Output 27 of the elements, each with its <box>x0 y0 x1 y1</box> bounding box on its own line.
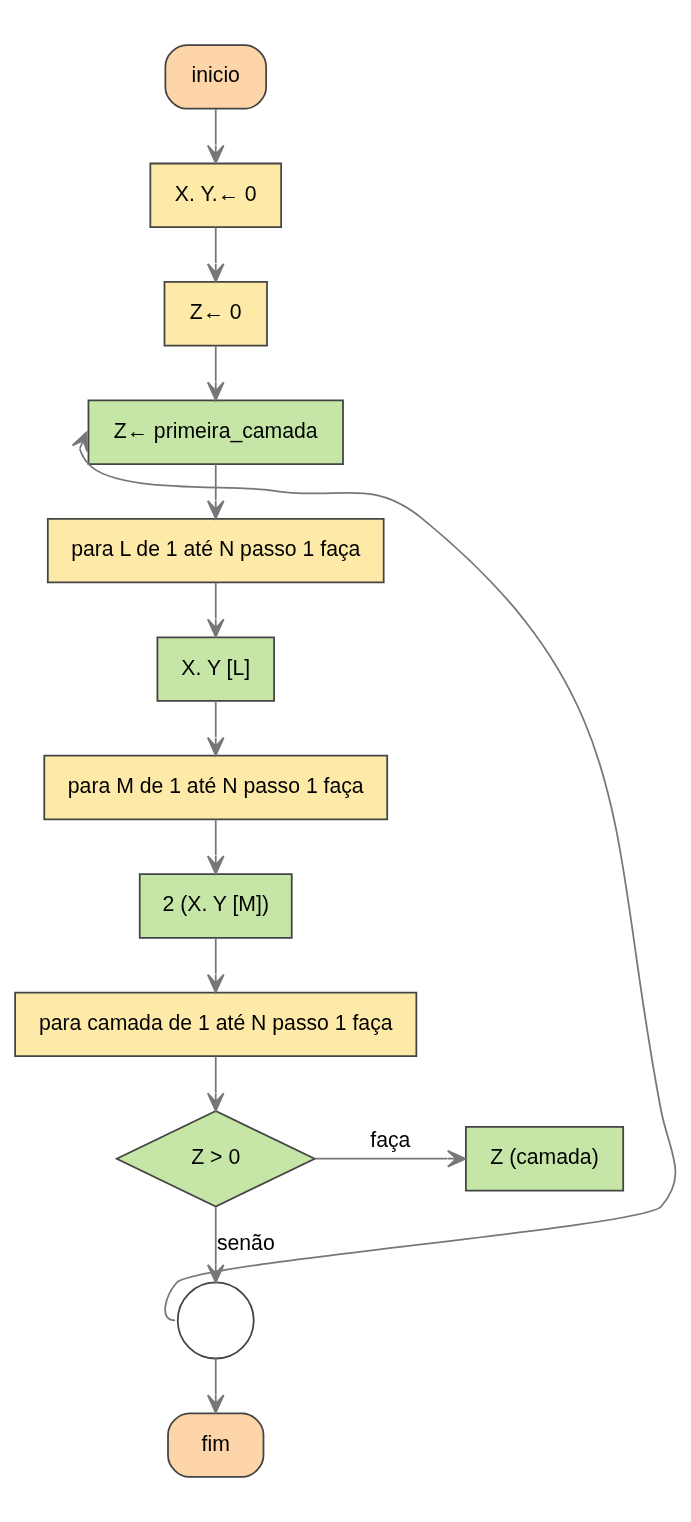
node-box: fim <box>167 1412 265 1478</box>
node-box: inicio <box>164 44 267 110</box>
arrow <box>313 1149 467 1168</box>
node-diamond: Z > 0 <box>114 1110 317 1208</box>
node-box: 2 (X. Y [M]) <box>138 873 293 939</box>
node-box: Z← 0 <box>163 281 268 347</box>
arrow <box>206 937 225 994</box>
arrow <box>206 226 225 283</box>
arrow <box>71 431 677 1322</box>
node-box: Z (camada) <box>465 1126 625 1192</box>
edge-label: faça <box>370 1128 411 1152</box>
edge-label: senão <box>216 1230 275 1254</box>
arrow <box>206 700 225 757</box>
arrow <box>206 581 225 638</box>
arrow <box>206 344 225 401</box>
node-circle <box>176 1281 255 1360</box>
node-box: para M de 1 até N passo 1 faça <box>43 754 389 821</box>
arrow <box>206 107 225 165</box>
node-box: X. Y [L] <box>156 636 275 702</box>
node-box: para camada de 1 até N passo 1 faça <box>14 991 418 1058</box>
node-box: X. Y.← 0 <box>149 162 283 229</box>
arrow <box>206 463 225 520</box>
arrow <box>206 1055 225 1112</box>
node-box: Z← primeira_camada <box>87 399 344 465</box>
arrow <box>206 1357 225 1414</box>
arrow <box>206 818 225 875</box>
node-box: para L de 1 até N passo 1 faça <box>46 517 385 584</box>
